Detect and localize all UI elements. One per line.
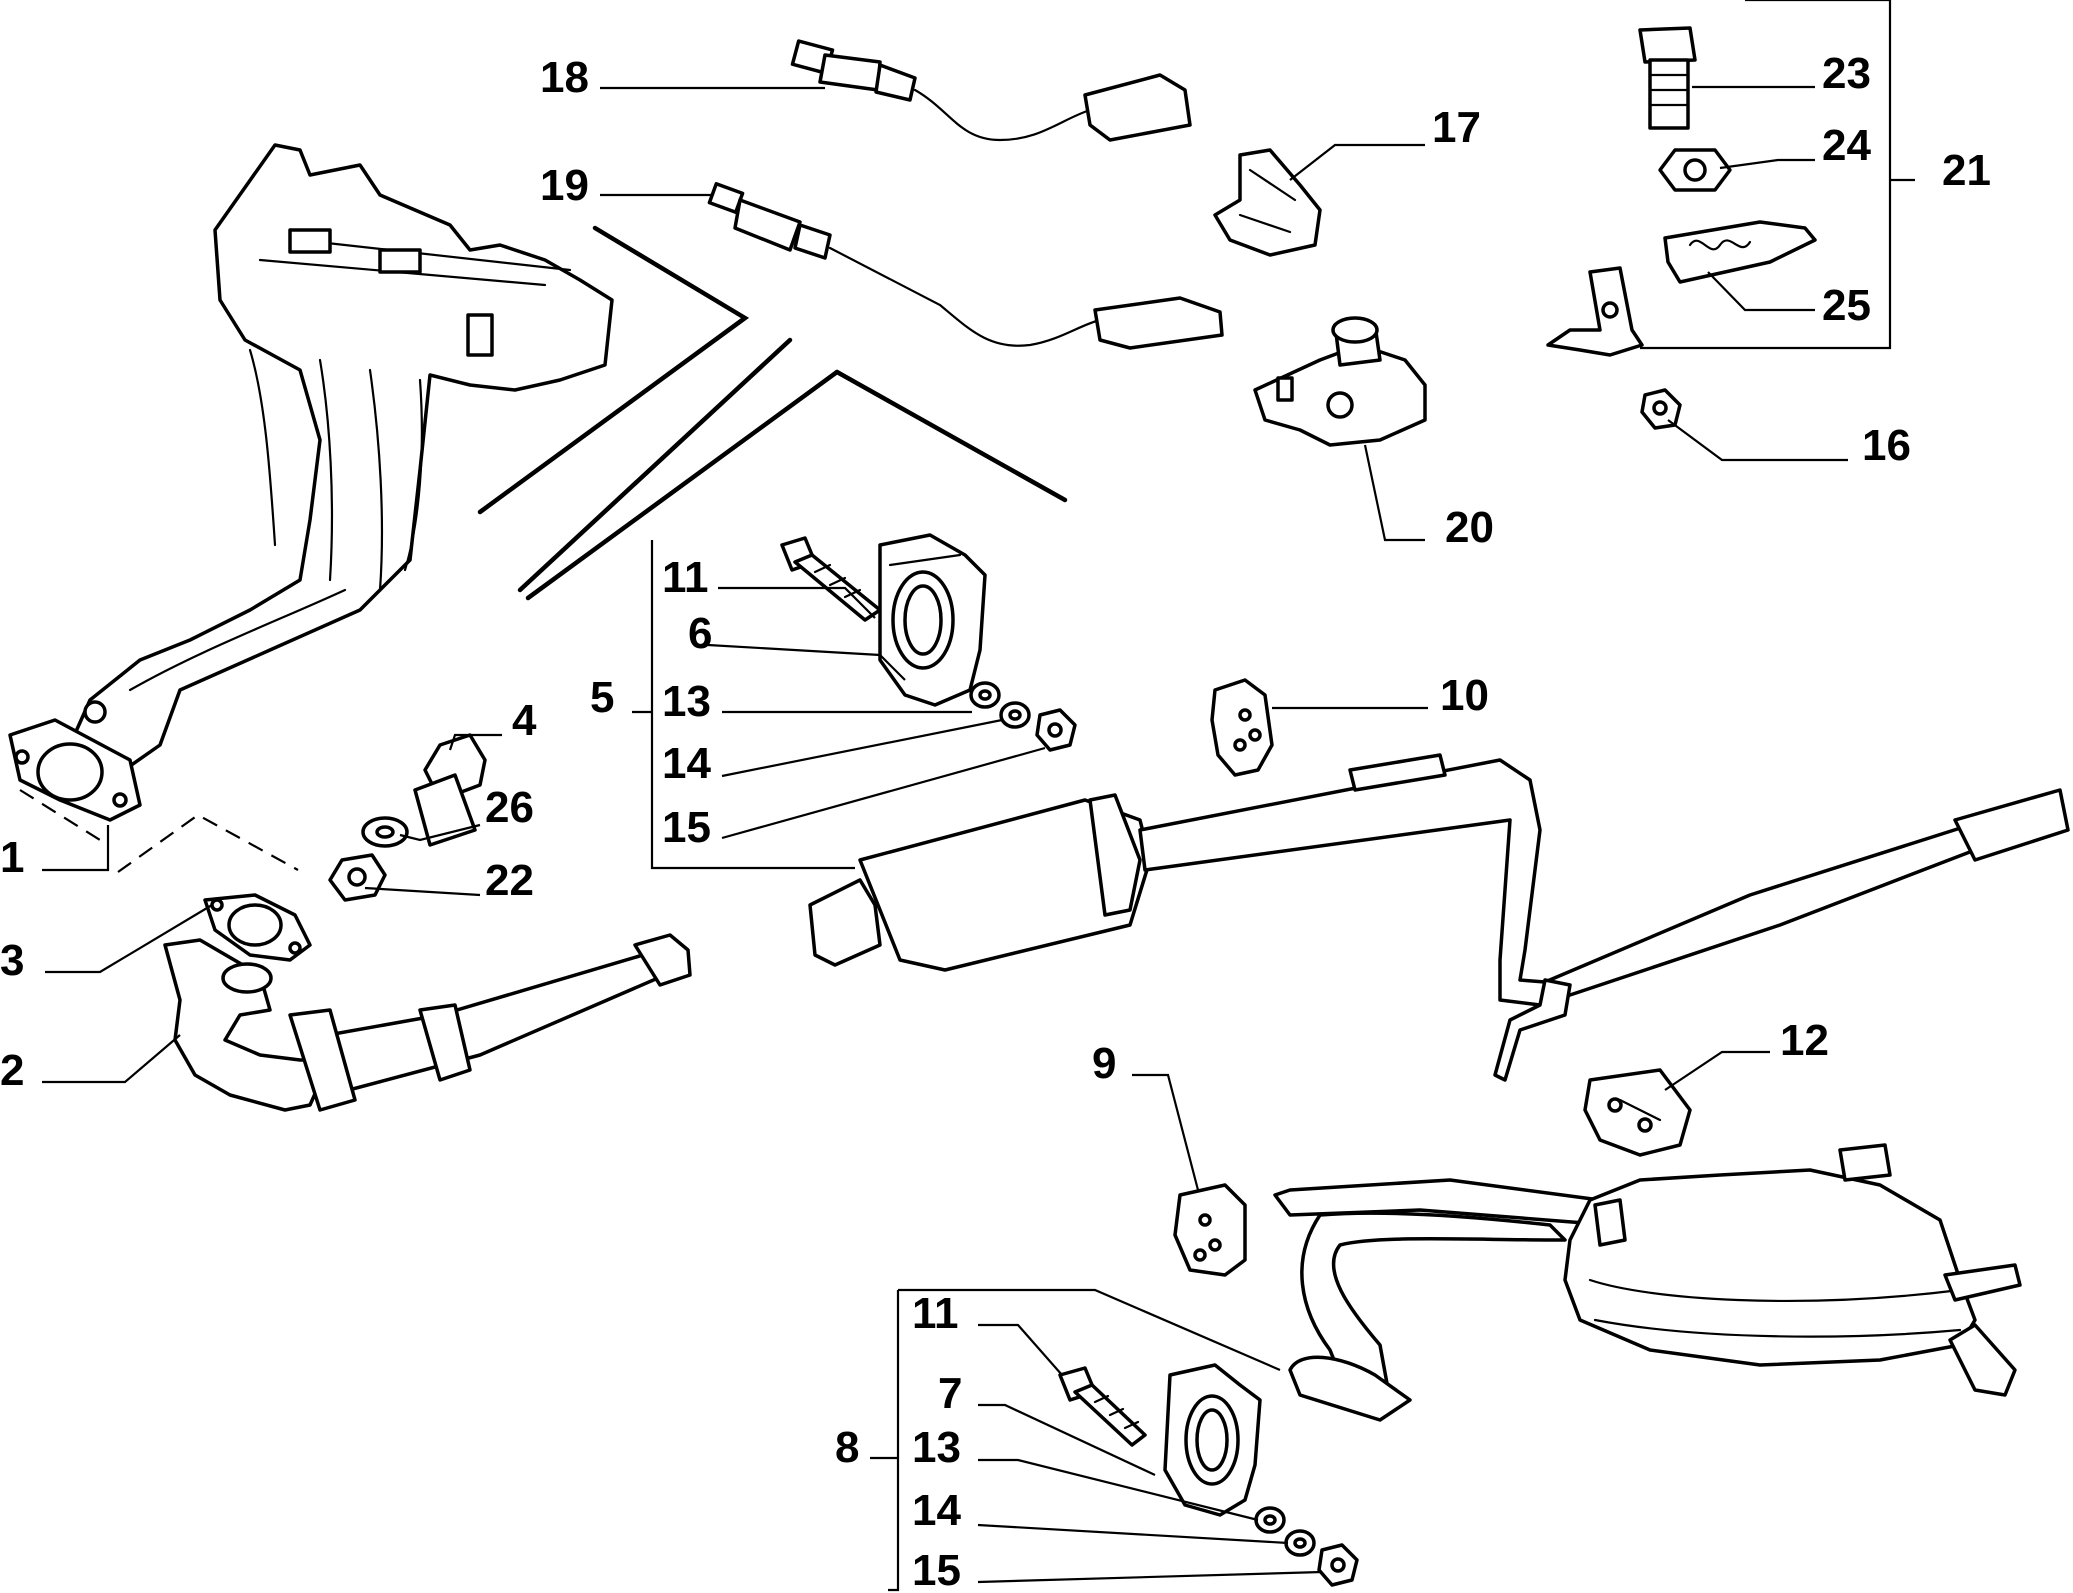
nut-16 — [1640, 388, 1682, 430]
callout-18: 18 — [540, 53, 589, 102]
oxygen-sensor-downstream — [707, 182, 1224, 350]
washer-13-upper — [969, 681, 1001, 709]
bolt-23 — [1638, 26, 1697, 130]
callout-7: 7 — [938, 1369, 962, 1418]
callout-5: 5 — [590, 673, 614, 722]
callout-12: 12 — [1780, 1016, 1829, 1065]
nut-15-lower — [1317, 1543, 1359, 1587]
exhaust-manifold — [8, 143, 614, 822]
callout-14-upper: 14 — [662, 739, 711, 788]
callout-1: 1 — [0, 833, 24, 882]
rubber-mount-9 — [1173, 1183, 1247, 1277]
callout-23: 23 — [1822, 49, 1871, 98]
callout-15-upper: 15 — [662, 803, 711, 852]
washer-14-upper — [999, 701, 1031, 729]
central-pipe-with-silencer — [808, 753, 2070, 1082]
callout-2: 2 — [0, 1046, 24, 1095]
nut-22 — [328, 853, 387, 902]
callout-6: 6 — [688, 609, 712, 658]
callout-4: 4 — [512, 696, 537, 745]
callout-labels: 18 19 17 23 24 21 25 16 20 11 6 5 13 14 … — [0, 49, 1991, 1593]
callout-24: 24 — [1822, 121, 1871, 170]
callout-8: 8 — [835, 1423, 859, 1472]
callout-21: 21 — [1942, 146, 1991, 195]
leader-lines — [19, 0, 1915, 1592]
angle-bracket-21 — [1546, 266, 1644, 357]
rear-silencer — [1273, 1143, 2022, 1422]
callout-10: 10 — [1440, 671, 1489, 720]
mounting-bracket-20 — [1253, 316, 1427, 447]
stud-4 — [413, 733, 487, 847]
callout-20: 20 — [1445, 503, 1494, 552]
gasket-3 — [203, 893, 312, 962]
bracket-17 — [1213, 148, 1322, 257]
clamp-6 — [878, 533, 987, 707]
callout-17: 17 — [1432, 103, 1481, 152]
callout-19: 19 — [540, 161, 589, 210]
callout-13-upper: 13 — [662, 677, 711, 726]
callout-3: 3 — [0, 936, 24, 985]
callout-13-lower: 13 — [912, 1423, 961, 1472]
callout-16: 16 — [1862, 421, 1911, 470]
washer-26 — [361, 816, 409, 848]
bracket-25 — [1663, 220, 1817, 284]
callout-15-lower: 15 — [912, 1546, 961, 1593]
front-exhaust-pipe — [163, 933, 692, 1112]
callout-22: 22 — [485, 856, 534, 905]
clamp-7 — [1163, 1363, 1262, 1517]
rubber-mount-12 — [1583, 1068, 1692, 1157]
callout-25: 25 — [1822, 281, 1871, 330]
rubber-mount-10 — [1210, 678, 1274, 777]
oxygen-sensor-upstream — [790, 39, 1192, 142]
callout-11-lower: 11 — [912, 1289, 959, 1338]
washer-14-lower — [1284, 1529, 1316, 1557]
callout-26: 26 — [485, 783, 534, 832]
callout-14-lower: 14 — [912, 1486, 961, 1535]
clamp-bolt-11-lower — [1058, 1366, 1147, 1447]
nut-24 — [1658, 148, 1732, 192]
nut-15-upper — [1035, 708, 1077, 752]
callout-9: 9 — [1092, 1039, 1116, 1088]
washer-13-lower — [1254, 1506, 1286, 1534]
callout-11-upper: 11 — [662, 553, 709, 602]
